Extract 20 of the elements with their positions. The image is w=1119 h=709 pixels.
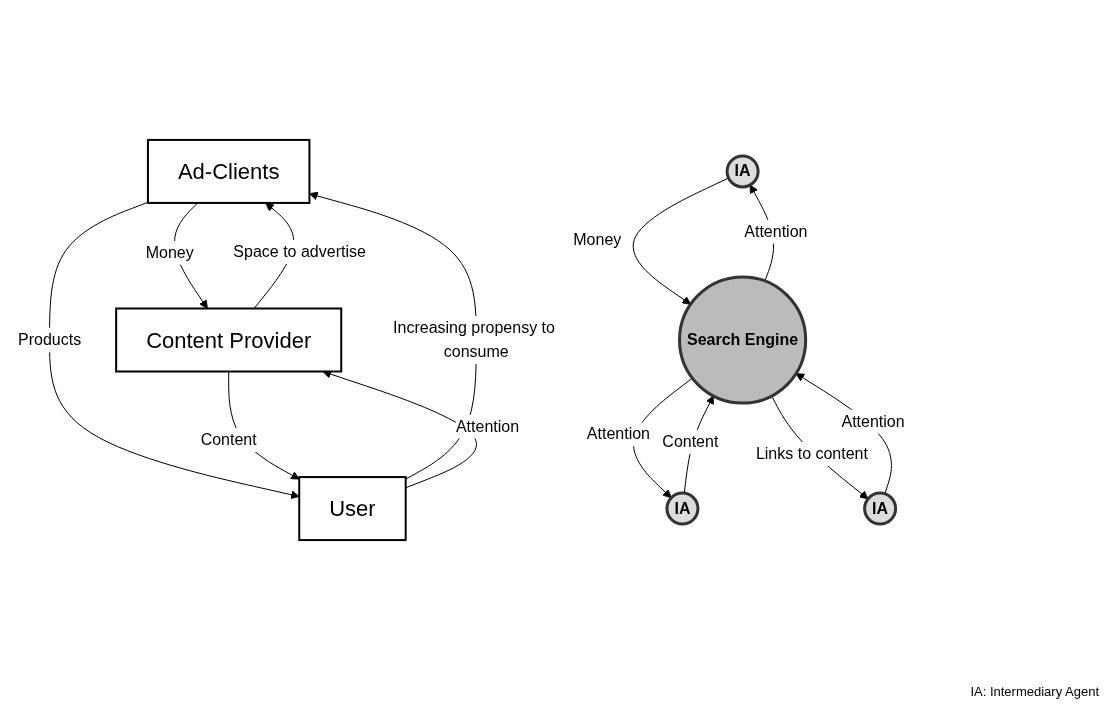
node-box: Ad-Clients <box>146 138 311 204</box>
node-box: User <box>298 476 407 542</box>
edge-label: Links to content <box>755 444 868 462</box>
edge-label: Attention <box>455 417 520 435</box>
note: IA: Intermediary Agent <box>970 684 1099 699</box>
node-circle: Search Engine <box>678 275 808 405</box>
node-circle: IA <box>725 154 760 189</box>
node-circle: IA <box>863 491 898 526</box>
edge-label: Attention <box>841 412 905 430</box>
edge-label: Content <box>662 432 719 450</box>
node-circle: IA <box>665 491 700 526</box>
node-box: Content Provider <box>115 307 343 373</box>
edge-label: Increasing propensy to consume <box>393 319 555 360</box>
edge-label: Money <box>145 243 194 261</box>
edge-label: Content <box>200 431 257 449</box>
edge-label: Money <box>573 230 622 248</box>
edge-label: Space to advertise <box>233 242 366 260</box>
edge-label: Products <box>18 331 82 348</box>
edge-label: Attention <box>744 222 808 240</box>
edge-label: Attention <box>586 425 651 443</box>
